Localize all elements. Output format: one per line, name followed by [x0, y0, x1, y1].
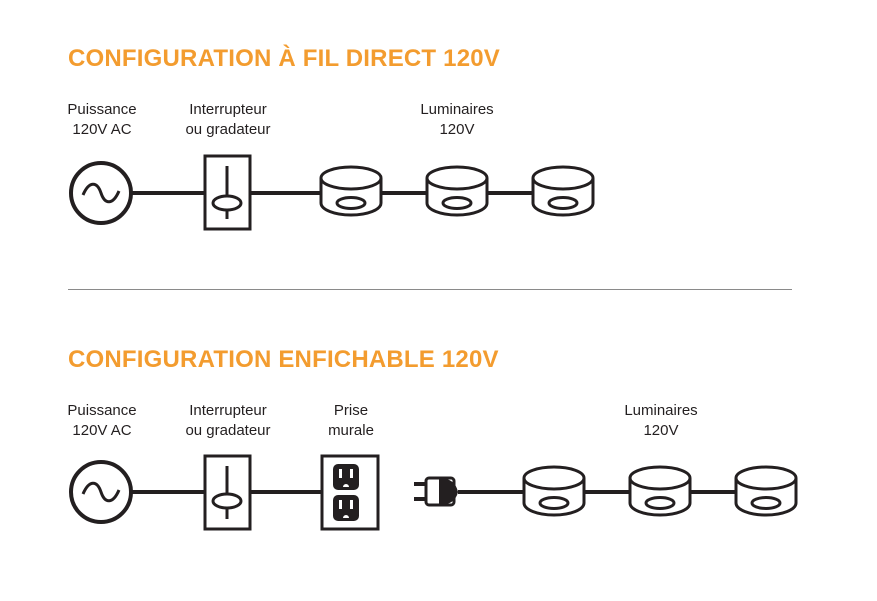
- switch-icon: [203, 454, 252, 531]
- section2-power-label: Puissance 120V AC: [67, 402, 137, 439]
- section2-title: CONFIGURATION ENFICHABLE 120V: [68, 346, 499, 373]
- ac-source-icon: [69, 460, 133, 524]
- section2-fixtures-label: Luminaires 120V: [624, 402, 698, 439]
- puck-light-icon: [425, 165, 489, 217]
- section1-wiring-diagram: [69, 154, 595, 231]
- section1-fixtures-label: Luminaires 120V: [420, 101, 494, 138]
- switch-icon: [203, 154, 252, 231]
- puck-light-icon: [319, 165, 383, 217]
- section-divider: [68, 289, 792, 290]
- puck-light-icon: [531, 165, 595, 217]
- wall-outlet-icon: [320, 454, 380, 531]
- section1-switch-label: Interrupteur ou gradateur: [185, 101, 271, 138]
- section2-switch-label: Interrupteur ou gradateur: [185, 402, 271, 439]
- section2-wiring-diagram: [69, 454, 798, 531]
- section1-title: CONFIGURATION À FIL DIRECT 120V: [68, 45, 501, 72]
- section1-power-label: Puissance 120V AC: [67, 101, 137, 138]
- plug-icon: [414, 476, 458, 507]
- puck-light-icon: [628, 465, 692, 517]
- section2-outlet-label: Prise murale: [328, 402, 374, 439]
- ac-source-icon: [69, 161, 133, 225]
- puck-light-icon: [522, 465, 586, 517]
- puck-light-icon: [734, 465, 798, 517]
